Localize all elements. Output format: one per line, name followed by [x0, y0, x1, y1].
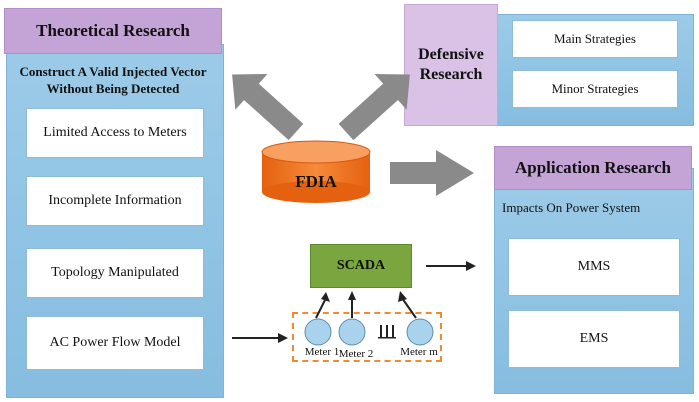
item-minor-strategies: Minor Strategies — [512, 70, 678, 108]
item-main-strategies: Main Strategies — [512, 20, 678, 58]
meters-ellipsis-icon — [378, 325, 396, 339]
arrow-theoretical-to-meters — [232, 333, 288, 343]
item-incomplete-information: Incomplete Information — [26, 176, 204, 226]
theoretical-research-subtitle: Construct A Valid Injected Vector Withou… — [8, 60, 218, 100]
scada-box: SCADA — [310, 244, 412, 288]
meter-m-label: Meter m — [400, 346, 438, 358]
arrow-to-defensive — [338, 74, 410, 141]
item-limited-access: Limited Access to Meters — [26, 108, 204, 158]
application-research-title: Application Research — [494, 146, 692, 190]
meter-m-icon — [406, 318, 434, 346]
fdia-label: FDIA — [295, 172, 337, 191]
defensive-title-line-2: Research — [419, 66, 483, 83]
subtitle-line-2: Without Being Detected — [46, 81, 180, 96]
meter-1-icon — [304, 318, 332, 346]
item-ems: EMS — [508, 310, 680, 368]
defensive-research-title: Defensive Research — [404, 4, 498, 126]
meter-1-label: Meter 1 — [304, 346, 340, 358]
arrow-to-application — [390, 150, 474, 196]
meter-2-label: Meter 2 — [338, 348, 374, 360]
meter-to-scada-arrows — [315, 297, 417, 319]
arrow-scada-to-application — [426, 261, 476, 271]
meters-group — [292, 312, 442, 362]
subtitle-line-1: Construct A Valid Injected Vector — [19, 64, 207, 79]
item-topology-manipulated: Topology Manipulated — [26, 248, 204, 298]
fdia-cylinder — [261, 140, 371, 203]
theoretical-research-title: Theoretical Research — [4, 8, 222, 54]
arrow-to-theoretical — [232, 74, 304, 141]
item-ac-power-flow-model: AC Power Flow Model — [26, 316, 204, 370]
defensive-title-line-1: Defensive — [418, 46, 484, 63]
item-mms: MMS — [508, 238, 680, 296]
application-research-subtitle: Impacts On Power System — [502, 200, 641, 215]
meter-2-icon — [338, 318, 366, 346]
